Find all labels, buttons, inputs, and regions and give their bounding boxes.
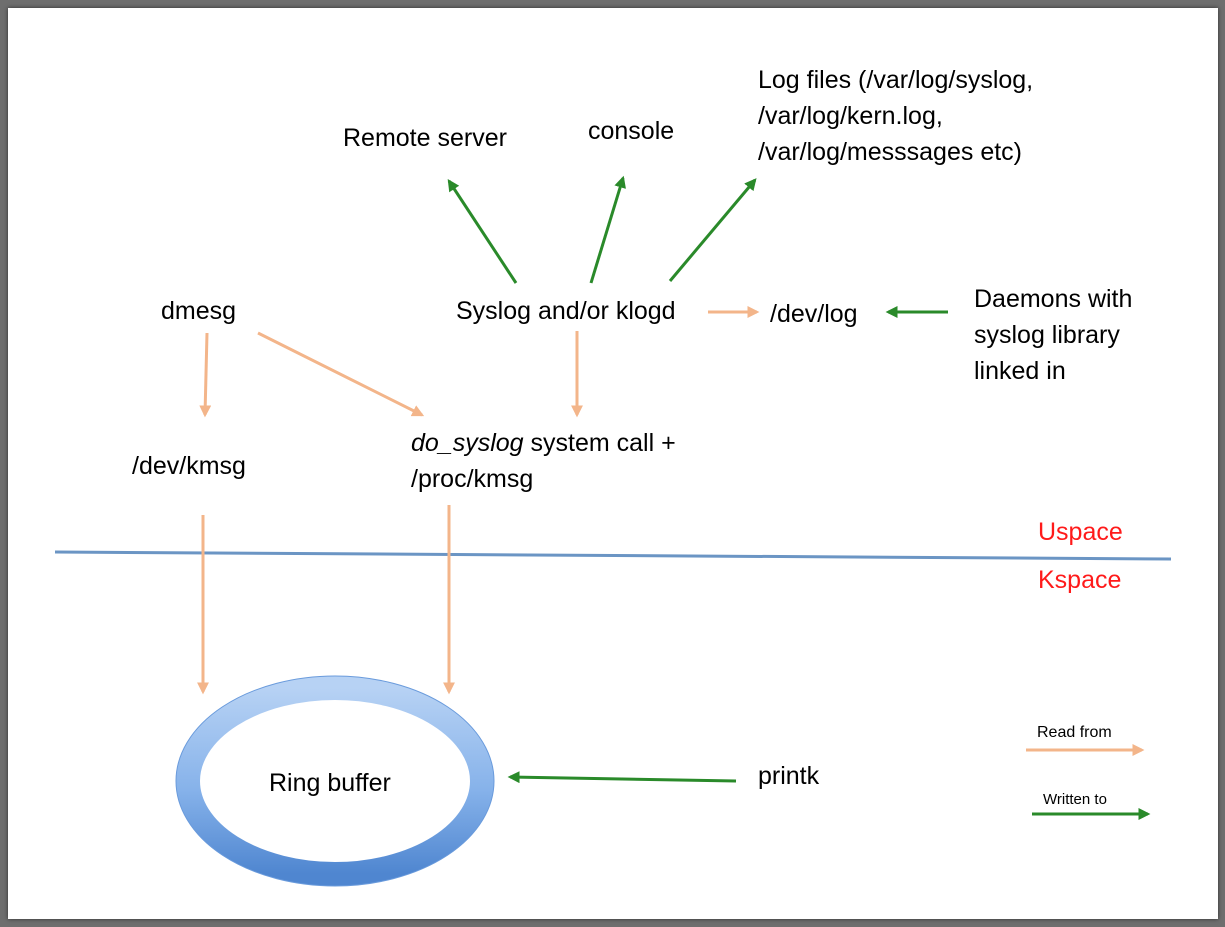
node-log-files-line-2: /var/log/kern.log, <box>758 102 943 130</box>
arrow-syslog-to-remote-server <box>447 178 518 284</box>
node-dmesg: dmesg <box>161 297 237 325</box>
node-log-files: Log files (/var/log/syslog, /var/log/ker… <box>758 62 1033 170</box>
ring-buffer-shape <box>176 676 494 886</box>
arrow-printk-to-ring-buffer <box>507 771 737 784</box>
node-log-files-line-1: Log files (/var/log/syslog, <box>758 66 1034 94</box>
node-daemons-line-1: Daemons with <box>974 285 1133 313</box>
region-kspace-label: Kspace <box>1038 566 1122 594</box>
node-daemons-line-2: syslog library <box>974 321 1120 349</box>
node-log-files-line-3: /var/log/messsages etc) <box>758 138 1022 166</box>
node-proc-kmsg: /proc/kmsg <box>411 465 534 493</box>
node-syslog-klogd: Syslog and/or klogd <box>456 297 676 325</box>
diagram-edges <box>54 175 1172 887</box>
node-daemons: Daemons with syslog library linked in <box>974 281 1132 389</box>
node-remote-server: Remote server <box>343 124 507 152</box>
do-syslog-rest: system call + <box>523 429 676 457</box>
region-uspace-label: Uspace <box>1038 518 1123 546</box>
node-dev-log: /dev/log <box>770 300 858 328</box>
node-do-syslog: do_syslog system call + /proc/kmsg <box>411 425 676 497</box>
arrow-dmesg-to-dev-kmsg <box>199 332 212 418</box>
node-daemons-line-3: linked in <box>974 357 1066 385</box>
uspace-kspace-divider <box>54 550 1172 561</box>
node-console: console <box>588 117 675 145</box>
arrow-syslog-to-console <box>589 175 626 284</box>
arrow-syslog-to-log-files <box>668 178 757 282</box>
do-syslog-italic: do_syslog <box>411 429 524 457</box>
node-ring-buffer: Ring buffer <box>269 769 391 797</box>
node-dev-kmsg: /dev/kmsg <box>132 452 246 480</box>
node-do-syslog-line-1: do_syslog system call + <box>411 425 676 461</box>
legend-written-to-label: Written to <box>1043 791 1107 808</box>
legend-read-from-label: Read from <box>1037 724 1112 741</box>
ring-buffer-outline <box>175 675 495 887</box>
node-printk: printk <box>758 762 820 790</box>
arrow-dmesg-to-do-syslog <box>257 331 425 417</box>
diagram-page: Remote server console Log files (/var/lo… <box>8 8 1218 919</box>
